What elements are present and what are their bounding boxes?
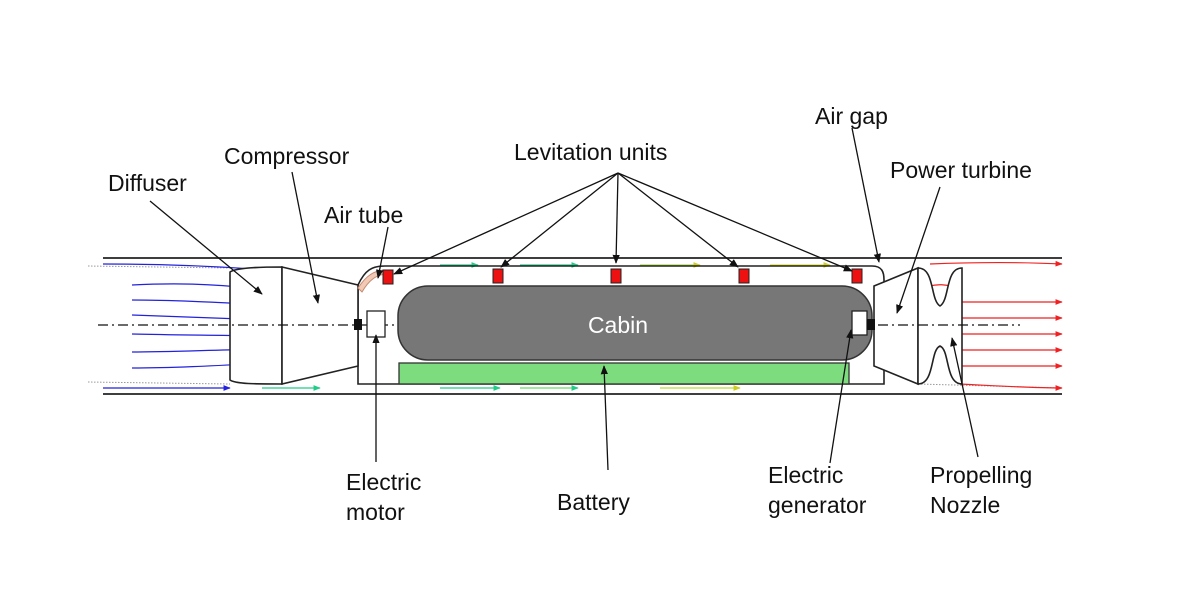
- label-air-gap: Air gap: [815, 103, 888, 129]
- label-diffuser: Diffuser: [108, 170, 187, 196]
- label-levitation-units: Levitation units: [514, 139, 667, 165]
- label-propelling-nozzle-line1: Propelling: [930, 462, 1032, 488]
- levitation-unit: [738, 268, 750, 284]
- label-power-turbine: Power turbine: [890, 157, 1032, 183]
- label-air-tube: Air tube: [324, 202, 403, 228]
- label-electric-generator-line1: Electric: [768, 462, 843, 488]
- pod-body: [357, 265, 885, 385]
- electric-generator: [851, 310, 875, 336]
- levitation-unit: [610, 268, 622, 284]
- label-compressor: Compressor: [224, 143, 350, 169]
- gap-airflow: [262, 262, 831, 391]
- label-electric-motor-line2: motor: [346, 499, 405, 525]
- cabin-label: Cabin: [588, 312, 648, 338]
- levitation-unit: [851, 268, 863, 284]
- label-battery: Battery: [557, 489, 630, 515]
- propelling-nozzle-shape: [917, 267, 963, 385]
- battery: [398, 362, 850, 385]
- exhaust-airflow: [917, 260, 1063, 391]
- label-propelling-nozzle-line2: Nozzle: [930, 492, 1000, 518]
- label-electric-generator-line2: generator: [768, 492, 867, 518]
- label-electric-motor-line1: Electric: [346, 469, 421, 495]
- levitation-unit: [492, 268, 504, 284]
- labels: Diffuser Compressor Air tube Levitation …: [108, 103, 1032, 525]
- leader-lines: [149, 127, 979, 471]
- power-turbine-shape: [873, 266, 919, 386]
- levitation-units: [382, 268, 863, 285]
- air-tube: [357, 269, 387, 293]
- diffuser-shape: [229, 266, 283, 385]
- levitation-unit: [382, 269, 394, 285]
